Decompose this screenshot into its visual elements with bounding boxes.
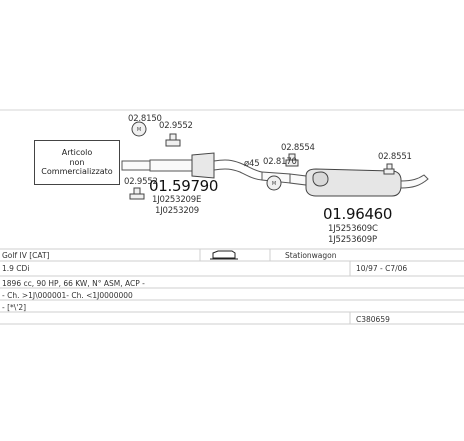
clamp-icon-d: M	[266, 175, 282, 191]
wagon-car-icon	[210, 250, 238, 260]
table-grid	[0, 248, 464, 325]
hanger-icon-f	[383, 163, 395, 175]
rear-part-number: 01.96460	[323, 205, 393, 223]
spec-cell: 1896 cc, 90 HP, 66 KW, N° ASM, ACP -	[2, 279, 145, 288]
svg-text:M: M	[272, 181, 276, 187]
front-part-number: 01.59790	[149, 177, 219, 195]
engine-cell: 1.9 CDi	[2, 264, 30, 273]
note-line-1: Articolo	[61, 148, 93, 158]
hanger-icon-e	[285, 153, 299, 167]
model-cell: Golf IV [CAT]	[2, 251, 50, 260]
front-oem-1: 1J0253209E	[152, 195, 202, 205]
ref-clamp-a: 02.8150	[128, 114, 162, 124]
front-pipe	[121, 159, 193, 172]
svg-text:M: M	[137, 127, 141, 133]
ref-clamp-c: 02.9552	[124, 177, 158, 187]
clamp-icon-a: M	[131, 121, 147, 137]
ref-clamp-b: 02.9552	[159, 121, 193, 131]
front-oem-2: 1J0253209	[155, 206, 199, 216]
body-type-cell: Stationwagon	[285, 251, 337, 260]
ref-clamp-d: 02.8170	[263, 157, 297, 167]
chassis-cell: - Ch. >1J\000001- Ch. <1J0000000	[2, 291, 133, 300]
ref-hanger-e: 02.8554	[281, 143, 315, 153]
front-silencer	[191, 152, 215, 179]
clamp-icon-c	[129, 187, 145, 200]
clamp-icon-b	[165, 133, 181, 147]
note-line-2: non	[69, 157, 85, 167]
ref-hanger-f: 02.8551	[378, 152, 412, 162]
years-cell: 10/97 - C7/06	[356, 264, 408, 273]
note-line-3: Commercializzato	[41, 167, 113, 177]
catalog-code-cell: C380659	[356, 315, 390, 324]
tail-pipe	[400, 174, 429, 189]
footnote-cell: - [*\'2]	[2, 303, 27, 312]
mid-pipe	[213, 159, 263, 181]
not-commercialized-note: Articolo non Commercializzato	[34, 140, 120, 185]
rear-oem-2: 1J5253609P	[328, 235, 377, 245]
rear-oem-1: 1J5253609C	[328, 224, 378, 234]
pipe-diameter-label: ø45	[244, 159, 260, 169]
rear-silencer	[305, 168, 402, 197]
